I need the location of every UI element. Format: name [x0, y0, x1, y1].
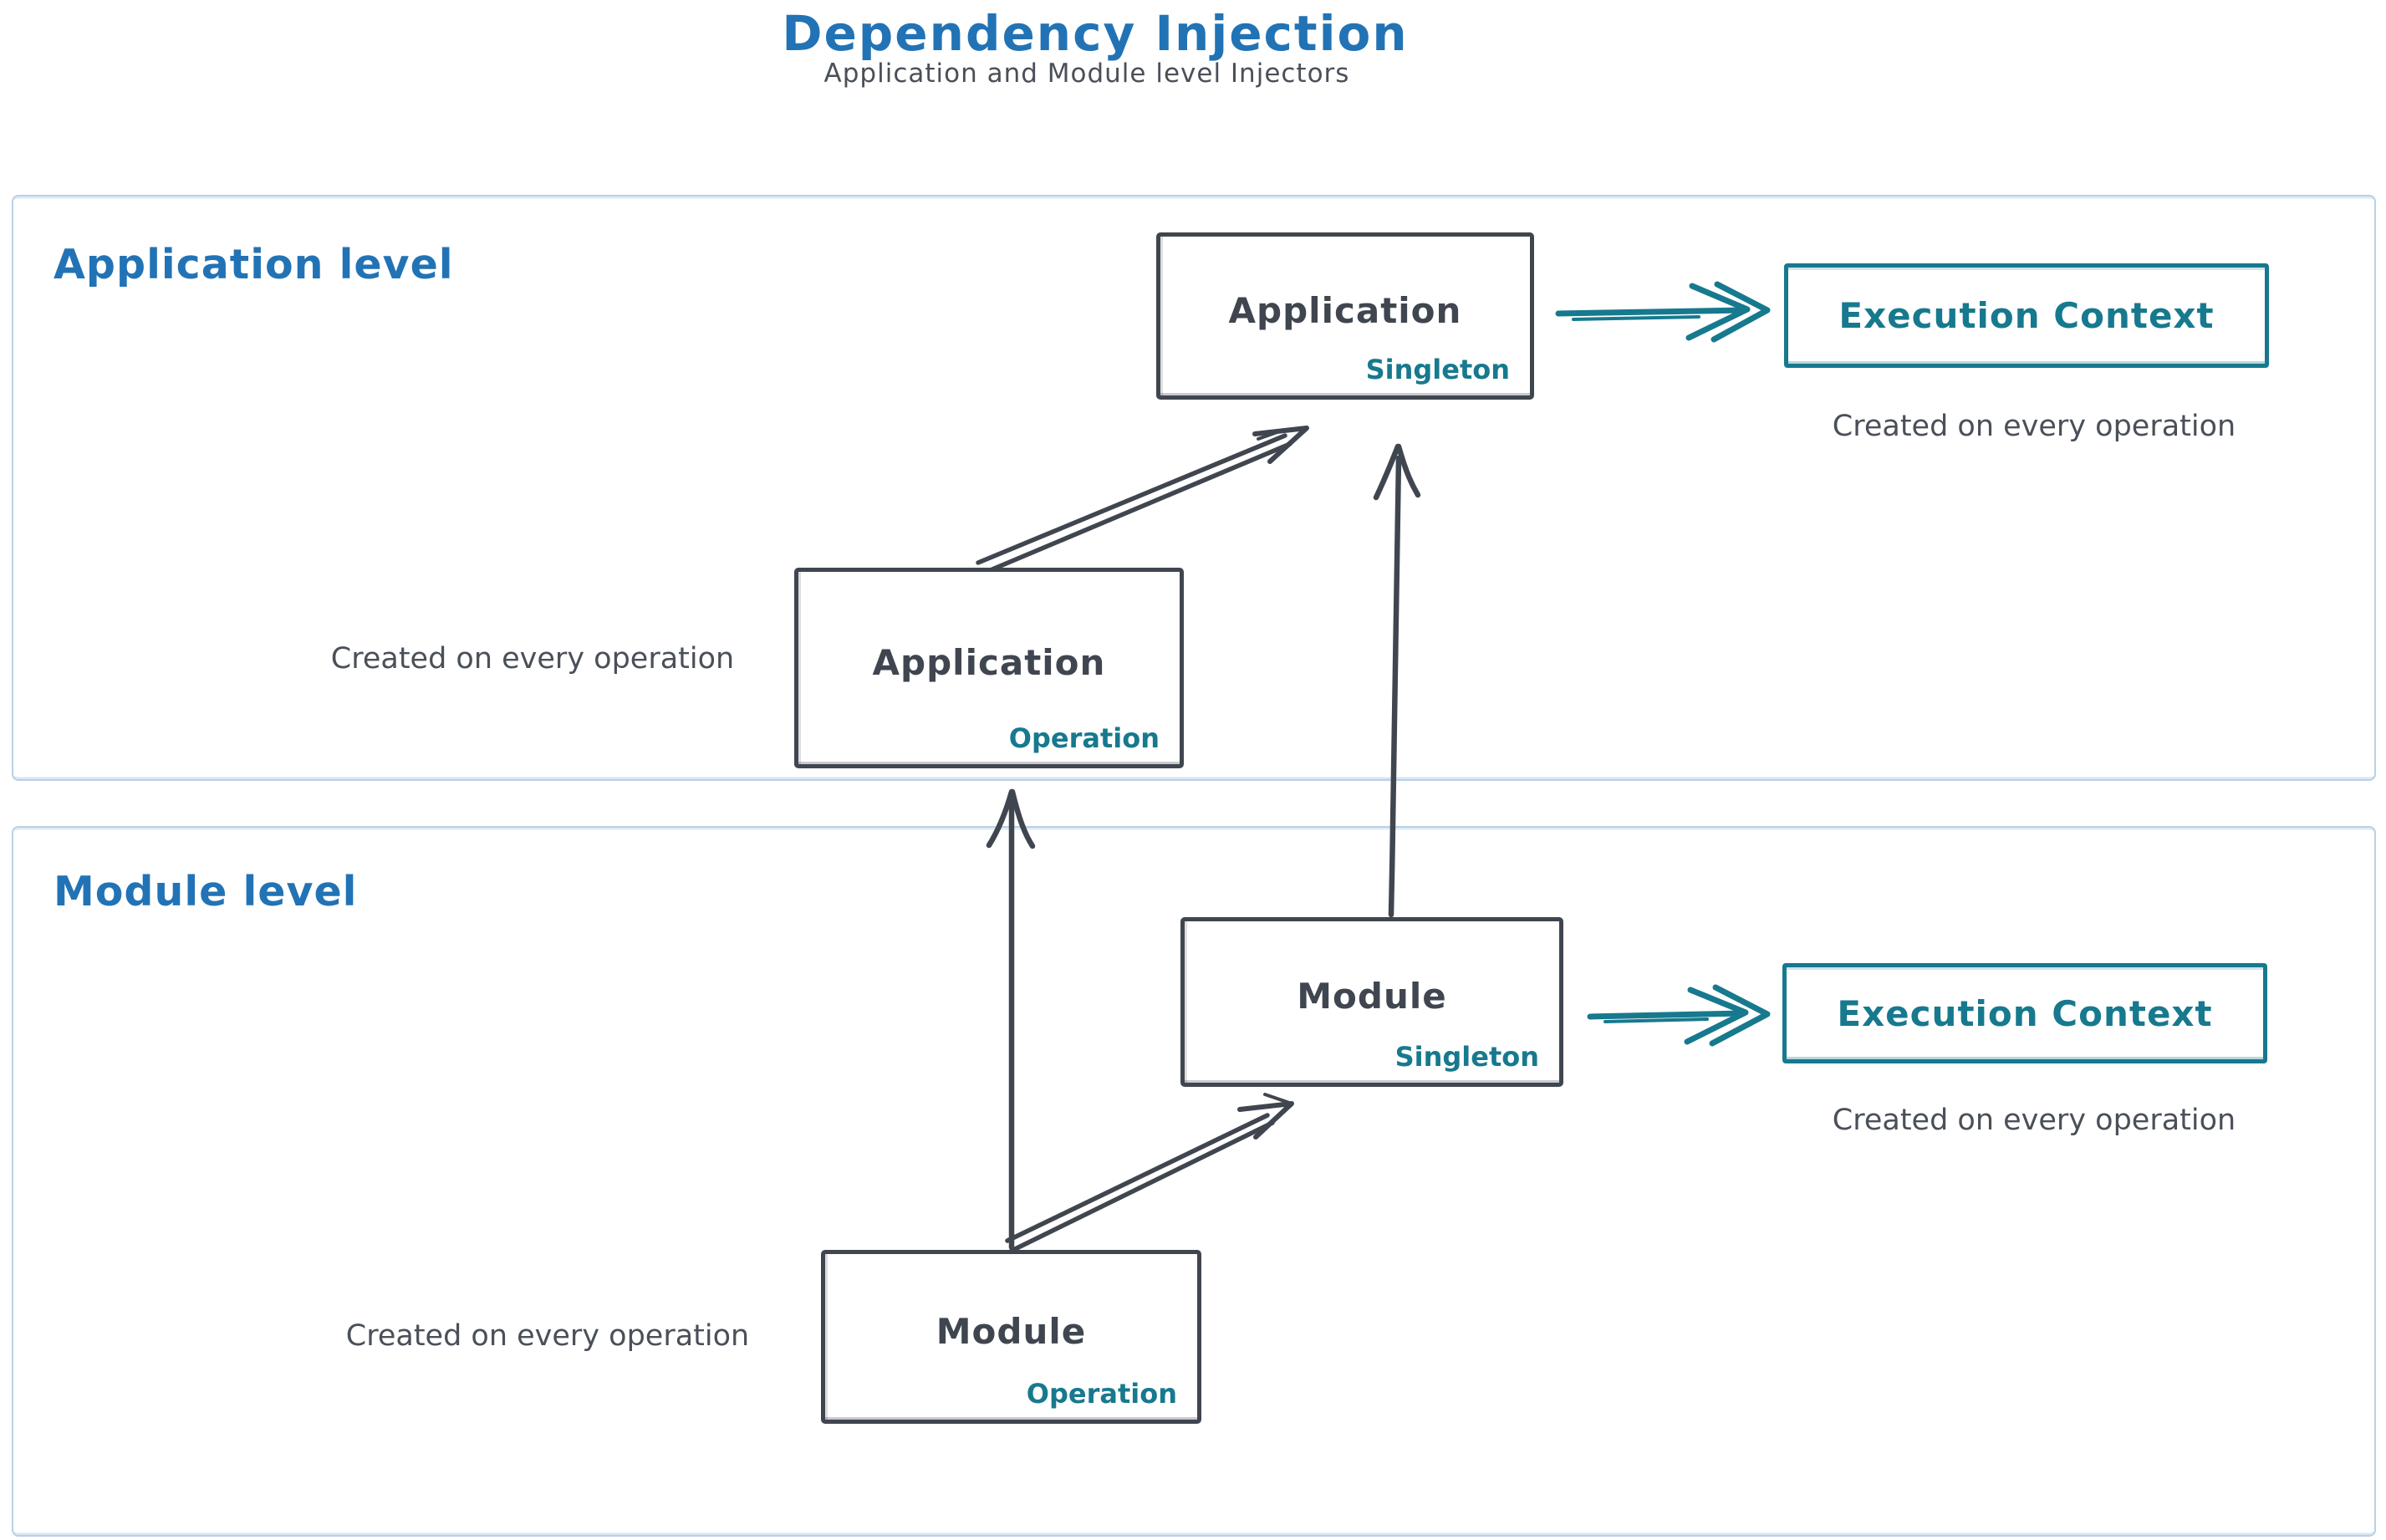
module-singleton-scope-label: Singleton: [1394, 1041, 1539, 1073]
application-level-label: Application level: [54, 241, 454, 288]
note-execution-context-module: Created on every operation: [1832, 1104, 2236, 1137]
note-execution-context-application: Created on every operation: [1832, 410, 2236, 443]
module-operation-title: Module: [936, 1310, 1087, 1352]
module-level-label: Module level: [54, 868, 358, 915]
app-operation-box: Application Operation: [794, 568, 1184, 768]
module-singleton-title: Module: [1297, 976, 1447, 1017]
app-singleton-title: Application: [1228, 289, 1462, 331]
app-singleton-box: Application Singleton: [1156, 232, 1534, 400]
execution-context-box-application: Execution Context: [1784, 263, 2269, 368]
page-subtitle: Application and Module level Injectors: [823, 59, 1350, 89]
app-operation-scope-label: Operation: [1008, 722, 1160, 754]
note-app-operation: Created on every operation: [330, 642, 735, 676]
execution-context-title-application: Execution Context: [1838, 295, 2215, 336]
execution-context-box-module: Execution Context: [1782, 963, 2267, 1063]
page-title: Dependency Injection: [782, 5, 1409, 62]
note-module-operation: Created on every operation: [345, 1319, 750, 1353]
module-level-section: [12, 826, 2376, 1537]
module-singleton-box: Module Singleton: [1180, 917, 1563, 1087]
module-operation-scope-label: Operation: [1026, 1378, 1177, 1410]
app-singleton-scope-label: Singleton: [1365, 354, 1510, 385]
execution-context-title-module: Execution Context: [1837, 992, 2213, 1034]
app-operation-title: Application: [872, 641, 1106, 683]
module-operation-box: Module Operation: [821, 1250, 1201, 1424]
application-level-section: [12, 195, 2376, 781]
